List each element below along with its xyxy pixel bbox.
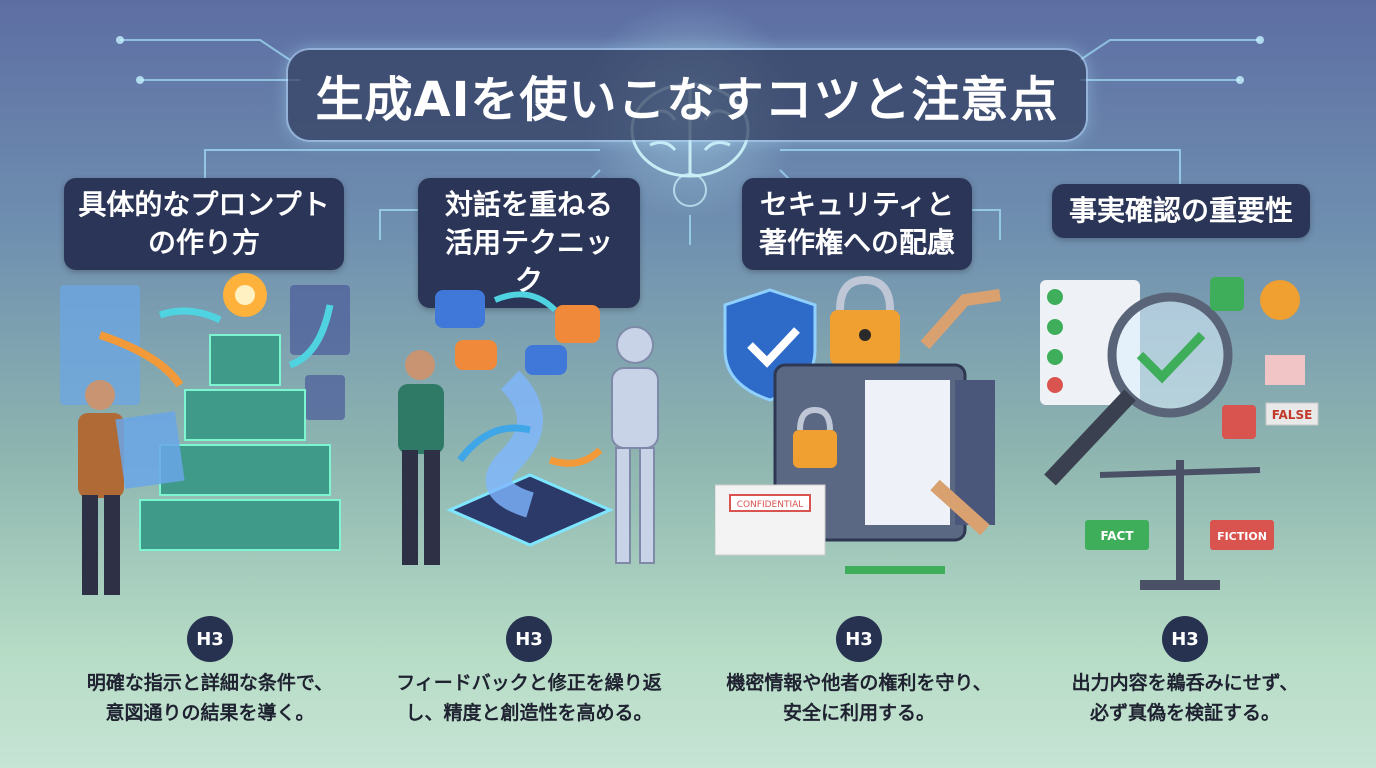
badge-text: H3 <box>196 628 224 650</box>
ui-window <box>290 285 350 355</box>
document-stack: CONFIDENTIAL <box>715 484 826 556</box>
card-heading-security: セキュリティと 著作権への配慮 <box>742 178 972 270</box>
card-description: 機密情報や他者の権利を守り、 安全に利用する。 <box>694 668 1024 728</box>
factcheck-illustration: FALSE FACT FICTION <box>1040 277 1319 590</box>
question-icon <box>1260 280 1300 320</box>
h3-badge: H3 <box>506 616 552 662</box>
desc-line: 明確な指示と詳細な条件で、 <box>86 672 334 694</box>
fact-label: FACT <box>1100 529 1134 543</box>
dialogue-illustration <box>398 290 659 565</box>
desc-line: 安全に利用する。 <box>782 702 935 724</box>
arrow-orange <box>98 331 184 388</box>
page-title: 生成AIを使いこなすコツと注意点 <box>315 72 1059 128</box>
h3-badge: H3 <box>1162 616 1208 662</box>
magnifier-icon <box>1044 292 1233 486</box>
lightbulb-icon <box>223 273 267 317</box>
title-banner: 生成AIを使いこなすコツと注意点 <box>288 50 1086 140</box>
card-description: フィードバックと修正を繰り返 し、精度と創造性を高める。 <box>364 668 694 728</box>
check-badge <box>1210 277 1244 311</box>
hand <box>930 479 990 536</box>
heading-line: 事実確認の重要性 <box>1068 194 1293 227</box>
h3-badge: H3 <box>187 616 233 662</box>
desc-line: 必ず真偽を検証する。 <box>1089 702 1280 724</box>
block-tower <box>139 334 341 551</box>
heading-line: 具体的なプロンプト <box>78 188 330 221</box>
prompt-illustration <box>60 273 350 595</box>
desc-line: 意図通りの結果を導く。 <box>105 702 315 724</box>
card-heading-prompt: 具体的なプロンプト の作り方 <box>64 178 344 270</box>
blueprint-paper <box>115 411 185 489</box>
badge-text: H3 <box>1171 628 1199 650</box>
robot-icon <box>611 326 659 564</box>
card-heading-factcheck: 事実確認の重要性 <box>1052 184 1310 238</box>
glowing-platform <box>446 473 614 547</box>
hologram-shape <box>485 370 543 518</box>
desc-line: 機密情報や他者の権利を守り、 <box>726 672 992 694</box>
blueprint-screen <box>60 285 140 405</box>
badge-text: H3 <box>515 628 543 650</box>
person-figure <box>78 380 124 595</box>
security-illustration: CONFIDENTIAL <box>715 275 1001 574</box>
arrow-orange <box>548 447 603 467</box>
question-icon <box>1222 405 1256 439</box>
badge-text: H3 <box>845 628 873 650</box>
arrow-blue <box>457 424 531 463</box>
desc-line: し、精度と創造性を高める。 <box>405 702 653 724</box>
heading-line: の作り方 <box>147 226 260 259</box>
false-text: FALSE <box>1272 408 1313 422</box>
confidential-stamp: CONFIDENTIAL <box>737 500 804 510</box>
card-heading-dialogue: 対話を重ねる 活用テクニック <box>418 178 640 308</box>
hand <box>920 289 1001 349</box>
heading-line: 活用テクニック <box>444 226 613 297</box>
false-label <box>1265 402 1319 426</box>
arrow-cyan <box>158 307 222 324</box>
person-figure <box>398 350 444 565</box>
fiction-label: FICTION <box>1217 530 1267 543</box>
card-description: 明確な指示と詳細な条件で、 意図通りの結果を導く。 <box>45 668 375 728</box>
card-description: 出力内容を鵜呑みにせず、 必ず真偽を検証する。 <box>1020 668 1350 728</box>
arrow-cyan <box>493 291 558 313</box>
padlock-icon <box>793 406 837 468</box>
heading-line: 対話を重ねる <box>444 188 613 221</box>
desc-line: フィードバックと修正を繰り返 <box>396 672 662 694</box>
crossed-doc <box>1265 355 1305 385</box>
arrow-cyan <box>288 304 334 369</box>
ui-window <box>305 375 345 420</box>
h3-badge: H3 <box>836 616 882 662</box>
scale-icon <box>1085 460 1274 590</box>
chat-bubble-icon <box>435 290 600 375</box>
desc-line: 出力内容を鵜呑みにせず、 <box>1071 672 1299 694</box>
padlock-icon <box>830 275 900 365</box>
heading-line: セキュリティと <box>759 188 955 221</box>
heading-line: 著作権への配慮 <box>758 226 955 259</box>
